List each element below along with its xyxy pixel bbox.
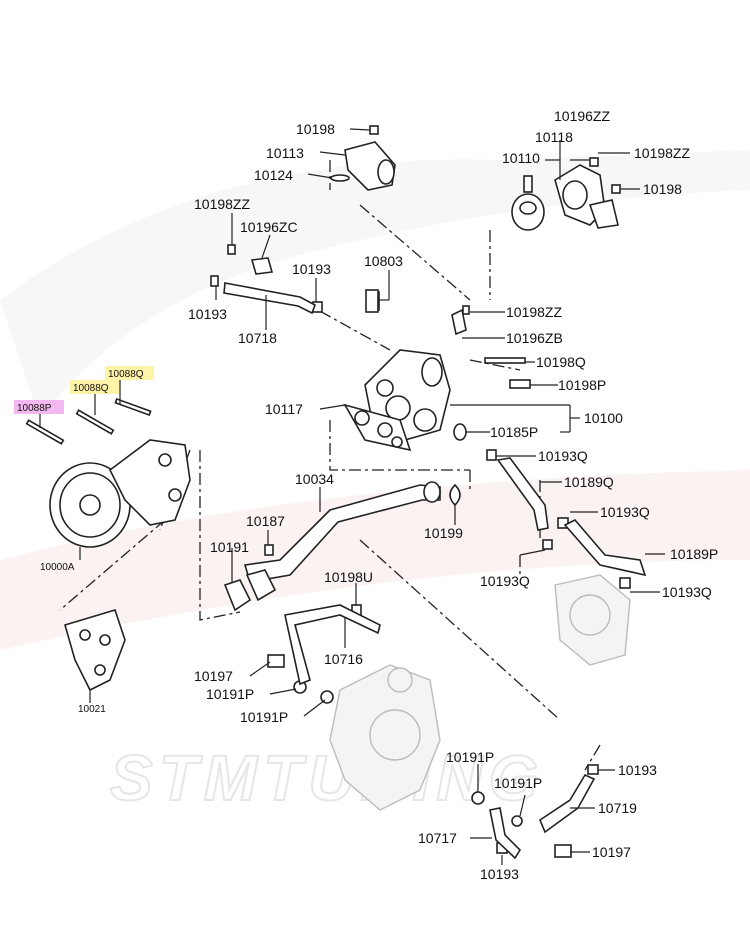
label-10193-left[interactable]: 10193 xyxy=(188,306,227,322)
label-10198zz-left[interactable]: 10198ZZ xyxy=(194,196,250,212)
label-10191[interactable]: 10191 xyxy=(210,539,249,555)
label-10088q-upper[interactable]: 10088Q xyxy=(108,369,144,380)
label-10193q-b[interactable]: 10193Q xyxy=(600,504,650,520)
label-10088q-lower[interactable]: 10088Q xyxy=(73,383,109,394)
thermostat-housing xyxy=(554,157,621,229)
o-ring-10199 xyxy=(449,483,461,507)
label-10198q[interactable]: 10198Q xyxy=(536,354,586,370)
label-10196zc[interactable]: 10196ZC xyxy=(240,219,298,235)
label-10110[interactable]: 10110 xyxy=(502,150,540,166)
label-10803[interactable]: 10803 xyxy=(364,253,403,269)
label-10034[interactable]: 10034 xyxy=(295,471,334,487)
label-10118[interactable]: 10118 xyxy=(535,129,573,145)
label-10196zz[interactable]: 10196ZZ xyxy=(554,108,610,124)
label-10193q-a[interactable]: 10193Q xyxy=(538,448,588,464)
background-swoosh-red xyxy=(0,470,750,650)
label-10191p-c[interactable]: 10191P xyxy=(446,749,494,765)
hose-10189q xyxy=(496,457,549,531)
label-10198zz-mid[interactable]: 10198ZZ xyxy=(506,304,562,320)
label-10197-right[interactable]: 10197 xyxy=(592,844,631,860)
label-10187[interactable]: 10187 xyxy=(246,513,285,529)
throttle-body xyxy=(554,574,631,666)
water-pump xyxy=(25,397,191,548)
label-10193-right[interactable]: 10193 xyxy=(618,762,657,778)
temperature-sensor xyxy=(365,289,379,313)
water-pump-gasket xyxy=(64,609,126,692)
label-10193q-c[interactable]: 10193Q xyxy=(480,573,530,589)
label-10191p-b[interactable]: 10191P xyxy=(240,709,288,725)
highlight-10088p xyxy=(14,400,64,414)
pipe-10717 xyxy=(489,807,522,860)
highlight-10088q-upper xyxy=(105,366,154,380)
label-10719[interactable]: 10719 xyxy=(598,800,637,816)
water-pipe-10034 xyxy=(243,484,441,583)
label-10198-right[interactable]: 10198 xyxy=(643,181,682,197)
label-10124[interactable]: 10124 xyxy=(254,167,293,183)
label-10716[interactable]: 10716 xyxy=(324,651,363,667)
pipe-10716 xyxy=(284,604,381,686)
label-10189p[interactable]: 10189P xyxy=(670,546,718,562)
label-10196zb[interactable]: 10196ZB xyxy=(506,330,563,346)
flange-gasket-b xyxy=(245,569,277,602)
label-10198u[interactable]: 10198U xyxy=(324,569,373,585)
label-10185p[interactable]: 10185P xyxy=(490,424,538,440)
pipe-end-ring xyxy=(423,481,441,503)
label-10000a[interactable]: 10000A xyxy=(40,562,75,573)
label-10198zz-top[interactable]: 10198ZZ xyxy=(634,145,690,161)
label-10193-upper[interactable]: 10193 xyxy=(292,261,331,277)
hose-10189p xyxy=(563,519,647,577)
label-10718[interactable]: 10718 xyxy=(238,330,277,346)
leader-lines xyxy=(39,128,665,865)
label-10117[interactable]: 10117 xyxy=(265,401,303,417)
label-10199[interactable]: 10199 xyxy=(424,525,463,541)
label-10193-bottom[interactable]: 10193 xyxy=(480,866,519,882)
label-10100[interactable]: 10100 xyxy=(584,410,623,426)
small-fasteners xyxy=(210,244,631,858)
highlight-10088q-lower xyxy=(70,380,119,394)
label-10197-left[interactable]: 10197 xyxy=(194,668,233,684)
label-10113[interactable]: 10113 xyxy=(266,145,304,161)
flange-gasket-a xyxy=(223,579,252,612)
background-swoosh xyxy=(0,150,750,420)
water-outlet-fitting xyxy=(330,125,396,191)
hose-10719 xyxy=(539,773,596,834)
label-10717[interactable]: 10717 xyxy=(418,830,457,846)
watermark-text: STMTUNING xyxy=(110,742,544,814)
hose-10718 xyxy=(223,282,316,315)
label-10088p[interactable]: 10088P xyxy=(17,403,52,414)
label-10193q-d[interactable]: 10193Q xyxy=(662,584,712,600)
part-labels: 10198 10113 10124 10196ZZ 10118 10110 10… xyxy=(17,108,718,882)
label-10191p-a[interactable]: 10191P xyxy=(206,686,254,702)
label-10191p-d[interactable]: 10191P xyxy=(494,775,542,791)
label-10021[interactable]: 10021 xyxy=(78,704,106,715)
label-10198[interactable]: 10198 xyxy=(296,121,335,137)
label-10189q[interactable]: 10189Q xyxy=(564,474,614,490)
turbocharger xyxy=(329,664,441,811)
thermostat xyxy=(511,175,545,231)
gasket-10117 xyxy=(343,403,412,452)
label-10198p[interactable]: 10198P xyxy=(558,377,606,393)
